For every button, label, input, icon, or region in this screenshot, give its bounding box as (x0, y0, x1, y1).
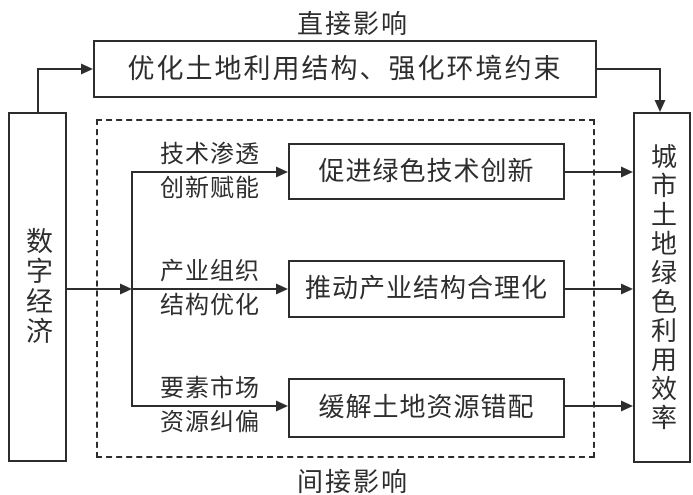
arrow-source-to-branch (67, 283, 132, 295)
arrow-branch-to-outcome-1 (131, 166, 288, 178)
mechanism-1-line-1: 技术渗透 (160, 142, 260, 168)
arrow-direct-box-to-target (597, 68, 666, 112)
mechanism-3-line-1: 要素市场 (160, 376, 260, 402)
mechanism-2-line-2: 结构优化 (160, 293, 260, 319)
mechanism-3-line-2: 资源纠偏 (160, 410, 260, 436)
mechanism-label-2: 产业组织 结构优化 (140, 255, 280, 323)
direct-effect-label: 直接影响 (296, 10, 409, 39)
indirect-path-dashed-container (96, 119, 595, 458)
outcome-box-3: 缓解土地资源错配 (288, 378, 565, 438)
target-node-urban-land-green-efficiency: 城市土地绿色利用效率 (633, 112, 691, 463)
indirect-effect-label: 间接影响 (296, 468, 409, 495)
mechanism-2-line-1: 产业组织 (160, 259, 260, 285)
arrow-branch-to-outcome-3 (131, 400, 288, 412)
direct-path-box: 优化土地利用结构、强化环境约束 (93, 40, 597, 98)
mechanism-1-line-2: 创新赋能 (160, 176, 260, 202)
outcome-box-1: 促进绿色技术创新 (288, 143, 565, 200)
outcome-box-2: 推动产业结构合理化 (288, 260, 565, 318)
source-node-digital-economy: 数字经济 (8, 112, 67, 462)
arrow-source-to-direct-box (37, 63, 93, 112)
arrow-branch-to-outcome-2 (131, 283, 288, 295)
mechanism-label-1: 技术渗透 创新赋能 (140, 138, 280, 206)
mechanism-label-3: 要素市场 资源纠偏 (140, 372, 280, 440)
